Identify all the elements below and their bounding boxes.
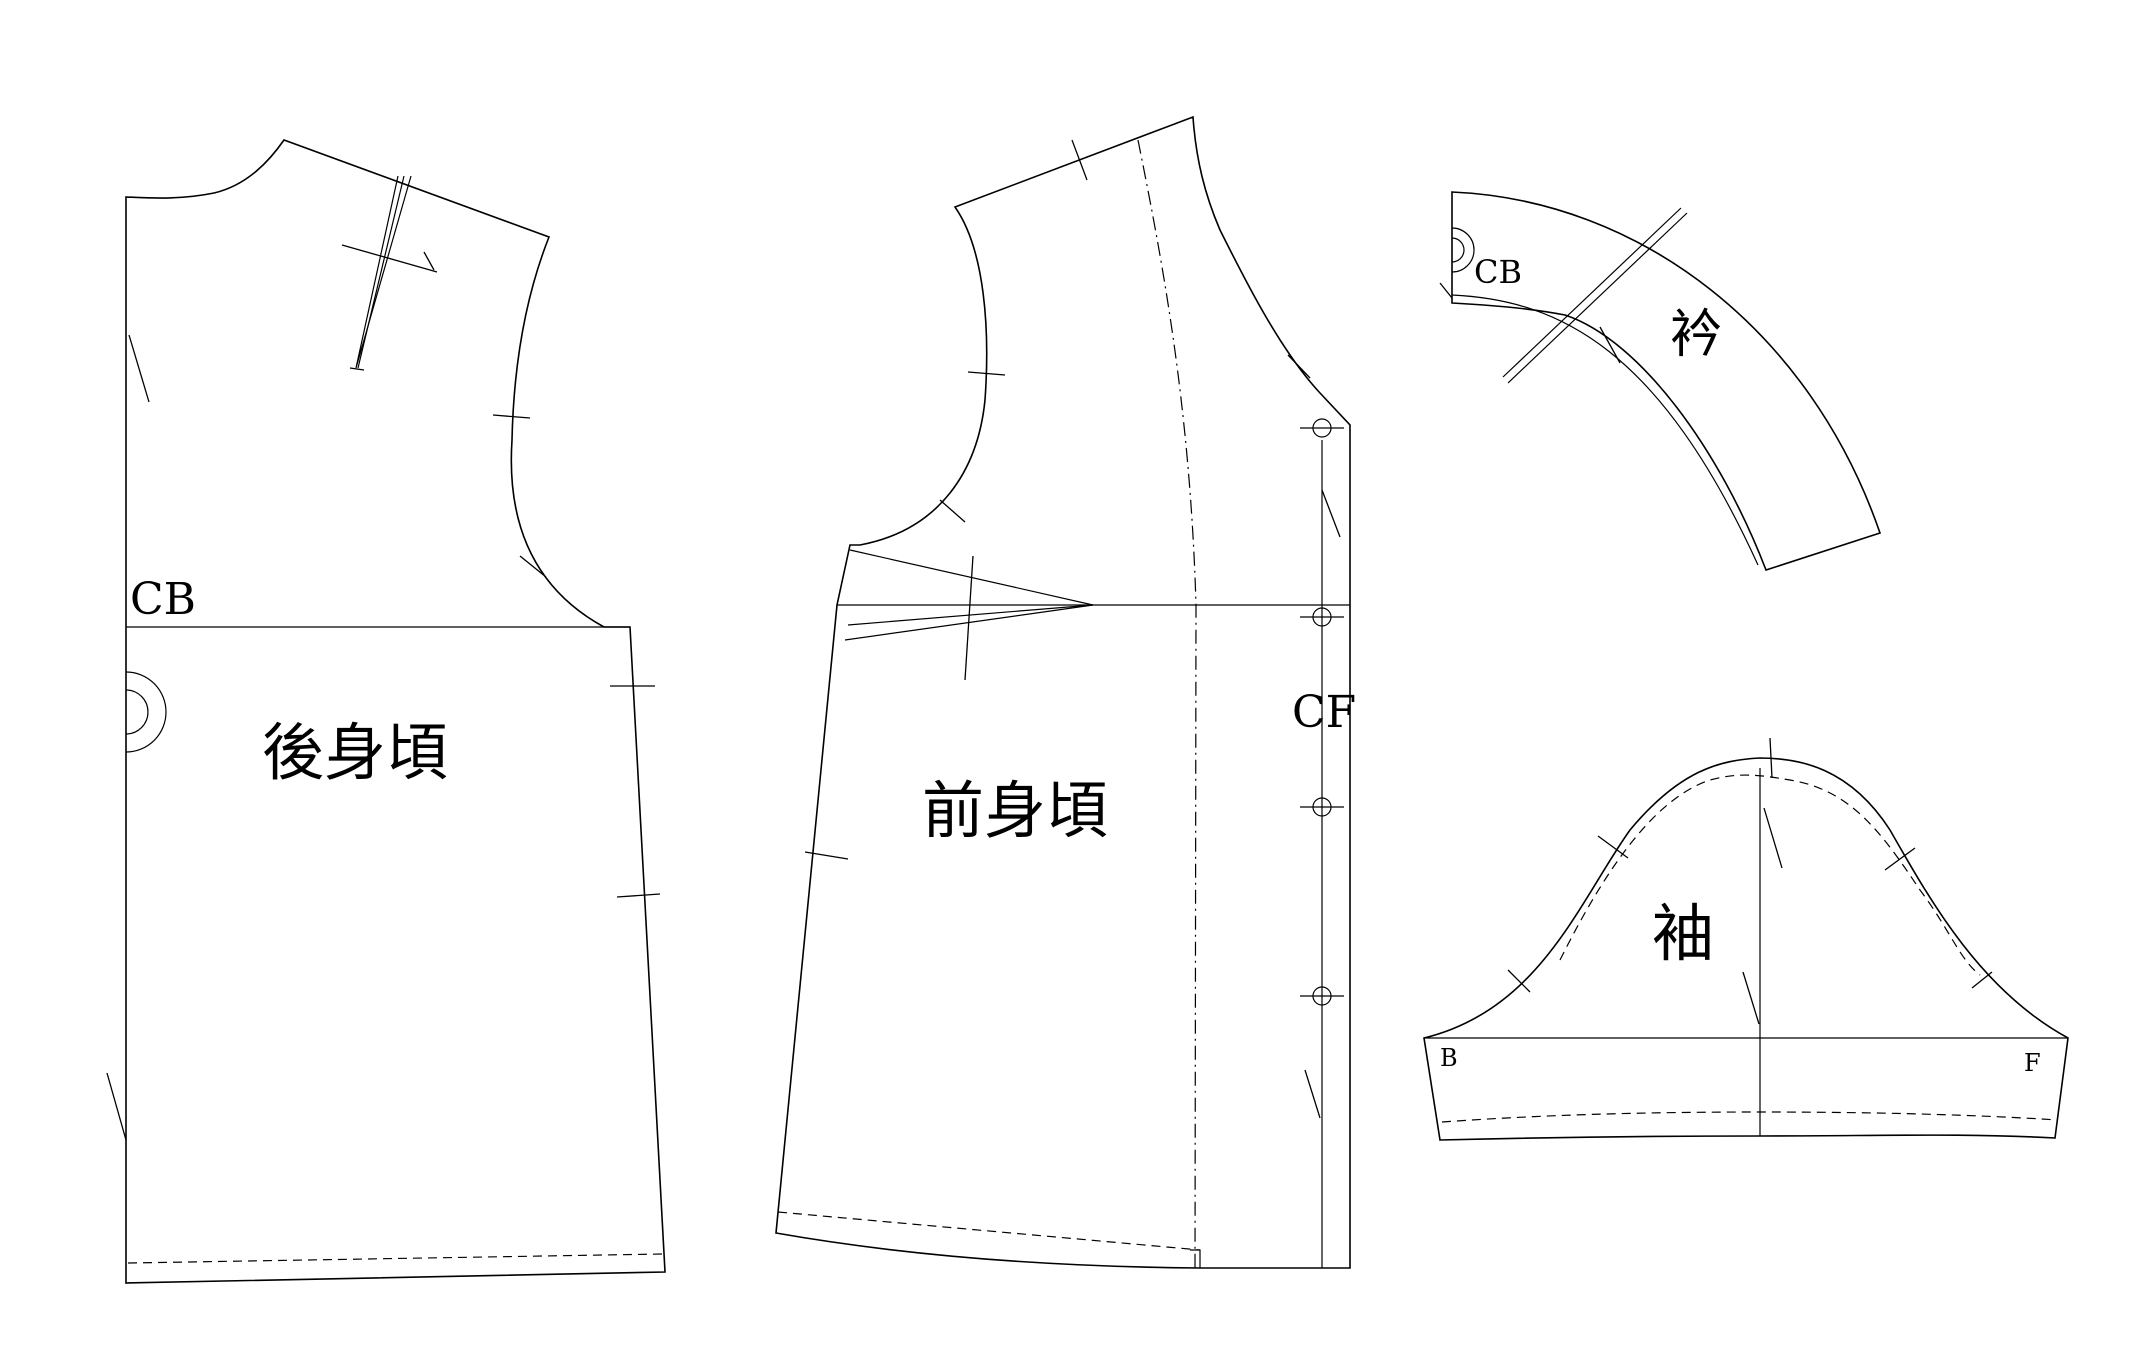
back-fold-symbol: [125, 671, 167, 753]
sleeve-piece-name: 袖: [1652, 897, 1714, 970]
collar-piece-name: 衿: [1670, 305, 1722, 365]
front-cf-label: CF: [1292, 687, 1356, 738]
collar-cb-label: CB: [1474, 253, 1522, 291]
sleeve-grain-mark-2: [1742, 971, 1760, 1025]
back-hem-stitch: [127, 1253, 664, 1264]
button-4: [1300, 986, 1344, 1006]
sleeve-back-label: B: [1440, 1044, 1458, 1072]
back-bodice: CB 後身頃: [106, 139, 666, 1284]
back-grain-mark-bottom: [106, 1072, 127, 1141]
button-1: [1300, 418, 1344, 438]
sleeve-notch-back-1: [1597, 835, 1629, 859]
collar-fold-symbol: [1451, 227, 1475, 273]
front-cf-notch-1: [1321, 489, 1341, 538]
front-side-notch: [804, 851, 849, 860]
front-hem-stitch: [777, 1211, 1201, 1251]
back-cb-label: CB: [130, 574, 196, 625]
sleeve-notch-back-2: [1507, 969, 1531, 993]
front-hem-corner: [1190, 1249, 1201, 1268]
collar-cb-notch: [1439, 282, 1453, 299]
collar-grain-2: [1507, 212, 1688, 384]
front-armhole-notch-2: [939, 499, 966, 523]
front-piece-name: 前身頃: [922, 774, 1108, 847]
front-bodice: CF 前身頃: [775, 115, 1356, 1269]
back-piece-name: 後身頃: [262, 716, 448, 789]
sleeve-cap-notch: [1769, 737, 1773, 779]
button-3: [1300, 797, 1344, 817]
back-armhole-notch-1: [492, 414, 531, 419]
front-grain-line: [1137, 139, 1197, 1269]
collar-grain-1: [1502, 207, 1682, 378]
back-dart-tip-mark: [349, 367, 365, 371]
collar-outline: [1451, 191, 1882, 571]
sleeve-ease-line: [1559, 774, 1981, 976]
collar: CB 衿: [1439, 191, 1882, 571]
back-grain-mark-top: [128, 334, 150, 403]
collar-inner-seam: [1451, 294, 1759, 566]
front-neck-notch: [1287, 354, 1311, 379]
sleeve-cuff-stitch: [1441, 1111, 2059, 1123]
sleeve-notch-front-1: [1884, 847, 1916, 871]
sleeve: B F 袖: [1423, 737, 2069, 1141]
button-2: [1300, 607, 1344, 627]
sleeve-grain-mark-1: [1763, 807, 1783, 869]
back-armhole-notch-2: [519, 555, 547, 578]
front-dart-mark: [964, 555, 974, 681]
front-shoulder-notch: [1071, 139, 1088, 181]
back-dart-notch: [423, 251, 435, 271]
back-shoulder-dart: [355, 175, 412, 369]
sleeve-front-label: F: [2024, 1049, 2041, 1077]
back-dart-inner: [357, 175, 405, 369]
collar-notch: [1599, 326, 1621, 364]
front-bodice-outline: [775, 115, 1351, 1269]
collar-fold-symbol-inner: [1451, 237, 1465, 263]
back-fold-symbol-inner: [125, 689, 149, 735]
back-bodice-outline: [125, 139, 666, 1284]
front-armhole-notch-1: [967, 371, 1006, 376]
sleeve-notch-front-2: [1971, 971, 1993, 989]
back-dart-mark: [341, 244, 438, 273]
back-side-notch-2: [616, 893, 661, 898]
front-cf-notch-2: [1304, 1069, 1321, 1119]
sleeve-outline: [1423, 757, 2069, 1141]
